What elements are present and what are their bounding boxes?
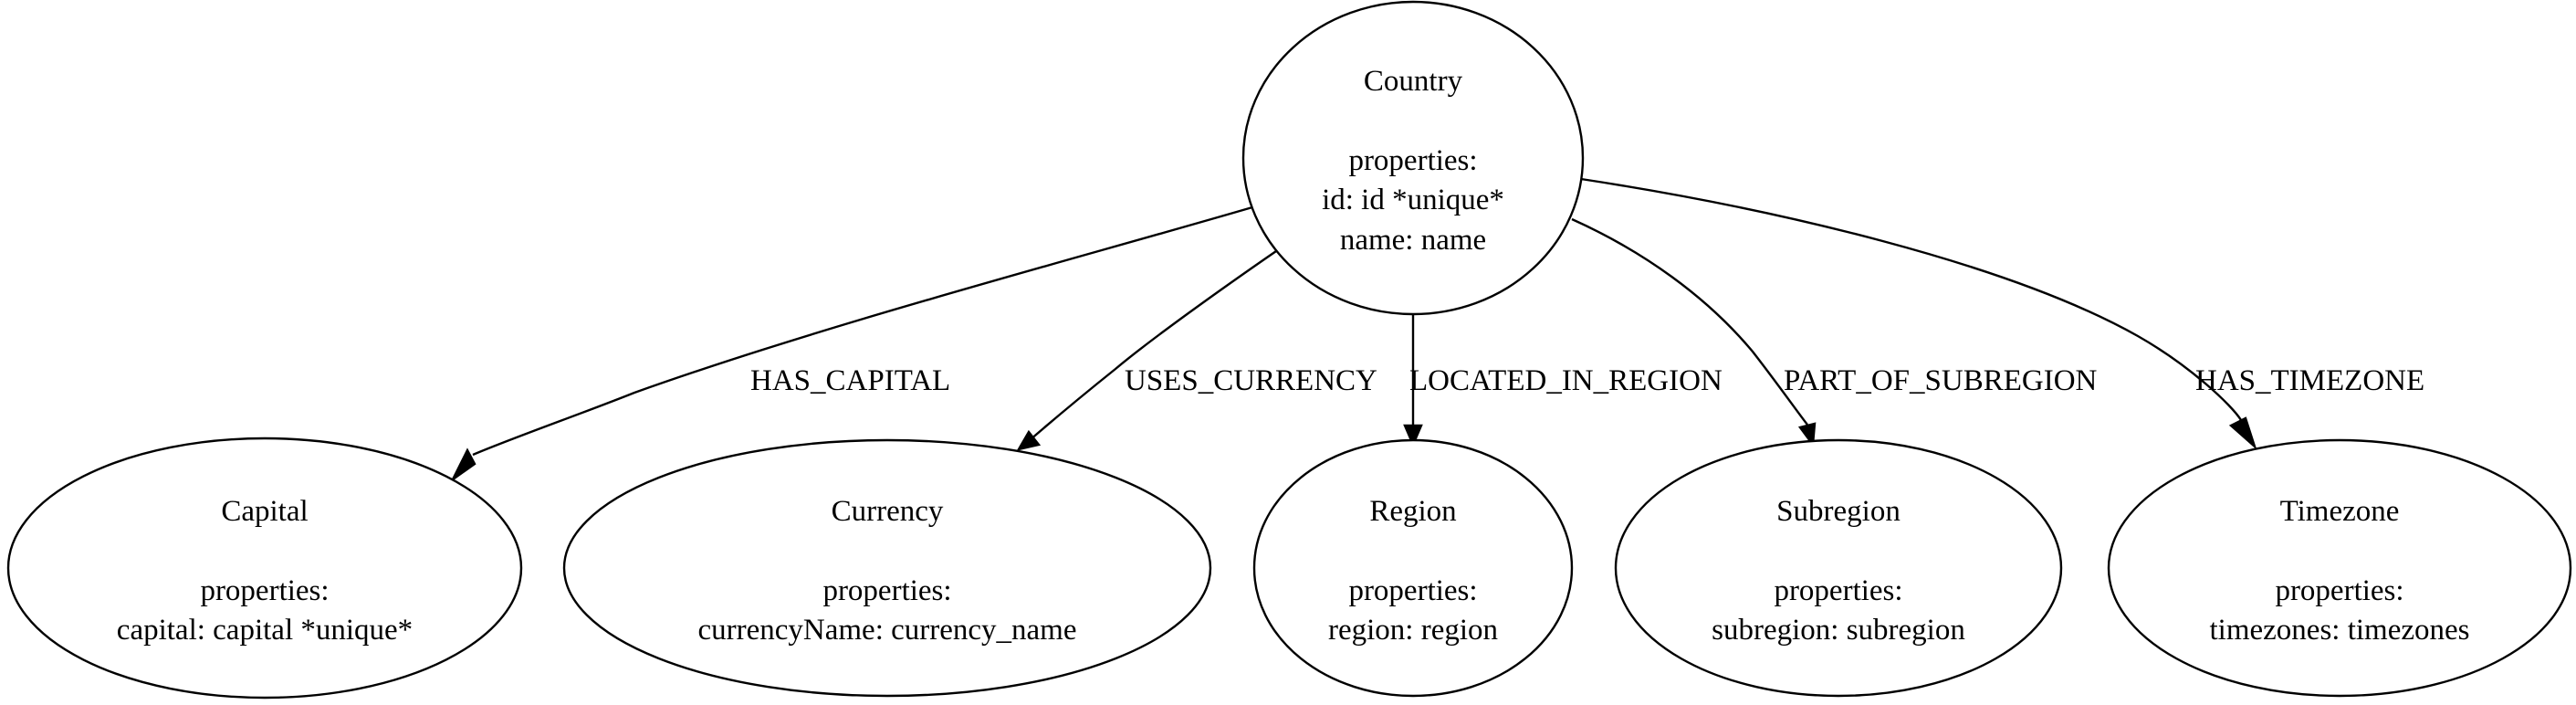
node-property: name: name [1340,224,1486,257]
node-shape [1614,438,2063,698]
arrow-head [2228,416,2257,450]
node-title: Capital [221,495,308,528]
edge-label: HAS_CAPITAL [750,364,950,397]
node-currency: Currency properties: currencyName: curre… [562,438,1212,698]
node-title: Currency [832,495,944,528]
node-title: Country [1364,65,1463,98]
node-shape [2107,438,2572,698]
node-title: Region [1369,495,1456,528]
node-property: id: id *unique* [1322,184,1504,216]
node-capital: Capital properties: capital: capital *un… [6,437,523,700]
edge-part-of-subregion: PART_OF_SUBREGION [1571,217,2098,448]
arrow-head [1403,424,1423,448]
node-country: Country properties: id: id *unique* name… [1241,0,1585,316]
arrow-head [451,447,476,480]
arrow-head [1016,429,1042,451]
edge-line [1029,250,1277,441]
node-subregion: Subregion properties: subregion: subregi… [1614,438,2063,698]
node-shape [562,438,1212,698]
edge-uses-currency: USES_CURRENCY [1016,250,1377,451]
node-shape [1241,0,1585,316]
edge-line [472,205,1253,457]
edge-line [1571,217,1808,426]
node-property: currencyName: currency_name [697,614,1076,647]
edge-label: PART_OF_SUBREGION [1784,364,2098,397]
node-property-header: properties: [200,574,329,607]
node-property: timezones: timezones [2210,614,2470,647]
node-timezone: Timezone properties: timezones: timezone… [2107,438,2572,698]
node-property: capital: capital *unique* [117,614,413,647]
node-property-header: properties: [1348,574,1477,607]
edge-has-timezone: HAS_TIMEZONE [1580,177,2424,450]
node-title: Timezone [2280,495,2400,528]
node-property-header: properties: [1774,574,1902,607]
edge-label: USES_CURRENCY [1125,364,1377,397]
node-property: region: region [1328,614,1498,647]
edge-label: HAS_TIMEZONE [2195,364,2424,397]
edge-line [1580,177,2243,421]
node-property-header: properties: [1348,144,1477,177]
node-property-header: properties: [822,574,951,607]
node-shape [6,437,523,700]
node-title: Subregion [1776,495,1901,528]
arrow-head [1797,422,1817,448]
edge-has-capital: HAS_CAPITAL [451,205,1253,480]
node-property-header: properties: [2275,574,2403,607]
node-shape [1252,438,1574,698]
edge-label: LOCATED_IN_REGION [1409,364,1723,397]
node-property: subregion: subregion [1712,614,1965,647]
edge-located-in-region: LOCATED_IN_REGION [1403,314,1723,448]
node-region: Region properties: region: region [1252,438,1574,698]
